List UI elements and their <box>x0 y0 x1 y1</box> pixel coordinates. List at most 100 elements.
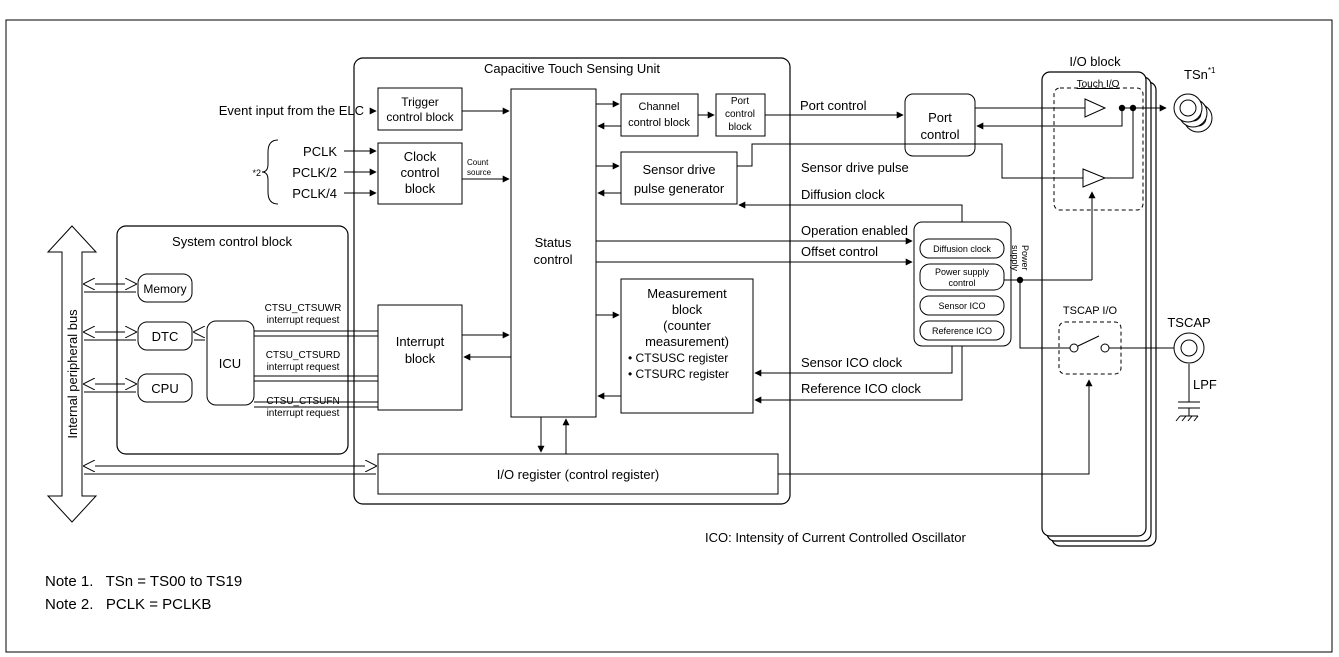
clock-line2: control <box>400 165 439 180</box>
tsn-label: TSn*1 <box>1184 66 1216 82</box>
io-block-title: I/O block <box>1069 54 1121 69</box>
sdpg-line1: Sensor drive <box>643 162 716 177</box>
sdpg-line2: pulse generator <box>634 181 725 196</box>
power-supply-label-1: Power <box>1020 245 1030 271</box>
signal-lines <box>344 100 1200 475</box>
pclk4-label: PCLK/4 <box>292 186 337 201</box>
cpu-box: CPU <box>137 373 193 403</box>
svg-text:ICU: ICU <box>219 356 241 371</box>
io-register-block: I/O register (control register) <box>377 453 779 495</box>
tscap-label: TSCAP <box>1167 315 1210 330</box>
reference-ico-box: Reference ICO <box>932 326 992 336</box>
interrupt-block: Interrupt block <box>377 304 463 411</box>
trigger-line1: Trigger <box>401 95 439 109</box>
system-title: System control block <box>172 234 292 249</box>
tscap-io-label: TSCAP I/O <box>1063 305 1118 317</box>
count-source-1: Count <box>467 158 489 167</box>
power-supply-line2: control <box>948 278 975 288</box>
junction-dot <box>1118 104 1126 112</box>
operation-enabled-signal: Operation enabled <box>801 223 908 238</box>
io-register-label: I/O register (control register) <box>497 467 660 482</box>
sensor-ico-clock-signal: Sensor ICO clock <box>801 355 903 370</box>
switch-terminal-icon <box>1069 343 1079 353</box>
diffusion-clock-signal: Diffusion clock <box>801 187 885 202</box>
io-block: I/O block <box>1041 54 1157 547</box>
port-control-block: Port control block <box>715 93 766 137</box>
meas-line5: • CTSUSC register <box>628 351 728 365</box>
svg-text:Memory: Memory <box>143 282 186 296</box>
touch-io-label: Touch I/O <box>1077 79 1120 90</box>
clock-control-block: Clock control block <box>377 142 463 205</box>
note-2: Note 2. PCLK = PCLKB <box>45 596 211 613</box>
memory-box: Memory <box>137 273 193 303</box>
irq-rd-2: interrupt request <box>267 362 340 373</box>
elc-input-label: Event input from the ELC <box>219 103 364 118</box>
meas-line3: (counter <box>663 318 711 333</box>
lpf-label: LPF <box>1193 377 1217 392</box>
reference-ico-clock-signal: Reference ICO clock <box>801 381 921 396</box>
sensor-drive-pulse-signal: Sensor drive pulse <box>801 160 909 175</box>
pcb-line1: Port <box>731 96 750 107</box>
switch-lever-icon <box>1077 335 1100 347</box>
int-line2: block <box>405 351 436 366</box>
interrupt-lines <box>254 330 378 408</box>
sensor-drive-pulse-generator: Sensor drive pulse generator <box>620 151 738 205</box>
dtc-box: DTC <box>137 321 193 351</box>
power-ico-group: Diffusion clock Power supply control Sen… <box>913 221 1030 347</box>
junction-dot <box>1016 276 1024 284</box>
port-control: Port control <box>904 93 976 157</box>
meas-line4: measurement) <box>645 334 729 349</box>
measurement-block: Measurement block (counter measurement) … <box>620 278 754 414</box>
irq-wr-1: CTSU_CTSUWR <box>265 303 342 314</box>
diffusion-clock-box: Diffusion clock <box>933 244 991 254</box>
channel-control-block: Channel control block <box>620 93 699 137</box>
touch-io-box: Touch I/O <box>1053 79 1144 211</box>
svg-text:DTC: DTC <box>152 329 179 344</box>
status-control-block: Status control <box>510 88 597 418</box>
pcb-line2: control <box>725 109 755 120</box>
bus-label: Internal peripheral bus <box>65 309 80 439</box>
icu-box: ICU <box>206 320 255 406</box>
note2-mark: *2 <box>252 168 261 178</box>
pclk-label: PCLK <box>303 144 337 159</box>
meas-line1: Measurement <box>647 286 727 301</box>
port-line1: Port <box>928 110 952 125</box>
svg-text:CPU: CPU <box>151 381 178 396</box>
status-line2: control <box>533 252 572 267</box>
meas-line2: block <box>672 302 703 317</box>
clock-line1: Clock <box>404 149 437 164</box>
ico-note: ICO: Intensity of Current Controlled Osc… <box>705 530 966 545</box>
bus-connections <box>84 284 376 475</box>
irq-rd-1: CTSU_CTSURD <box>266 350 340 361</box>
tsn-pin-icon <box>1173 93 1213 133</box>
power-supply-line1: Power supply <box>935 267 990 277</box>
port-line2: control <box>920 127 959 142</box>
irq-wr-2: interrupt request <box>267 315 340 326</box>
port-control-signal: Port control <box>800 98 867 113</box>
tscap-io-box: TSCAP I/O <box>1047 305 1122 375</box>
offset-control-signal: Offset control <box>801 244 878 259</box>
pclk-brace <box>261 139 279 205</box>
pclk2-label: PCLK/2 <box>292 165 337 180</box>
count-source-2: source <box>467 168 492 177</box>
status-line1: Status <box>535 235 572 250</box>
meas-line6: • CTSURC register <box>628 367 729 381</box>
pcb-line3: block <box>728 122 752 133</box>
internal-bus: Internal peripheral bus <box>46 225 98 523</box>
ctsu-title: Capacitive Touch Sensing Unit <box>484 61 660 76</box>
irq-fn-1: CTSU_CTSUFN <box>266 396 339 407</box>
sensor-ico-box: Sensor ICO <box>938 301 985 311</box>
junction-dot <box>1129 104 1137 112</box>
switch-terminal-icon <box>1100 343 1110 353</box>
trigger-control-block: Trigger control block <box>377 87 463 131</box>
channel-line2: control block <box>628 117 690 129</box>
note-1: Note 1. TSn = TS00 to TS19 <box>45 573 242 590</box>
clock-line3: block <box>405 181 436 196</box>
ctsu-unit: Capacitive Touch Sensing Unit <box>353 57 791 505</box>
drive-buffer-icon <box>1082 168 1107 188</box>
int-line1: Interrupt <box>396 334 445 349</box>
output-buffer-icon <box>1084 98 1107 118</box>
tscap-pin-icon <box>1173 332 1205 364</box>
power-supply-label-2: supply <box>1010 245 1020 272</box>
